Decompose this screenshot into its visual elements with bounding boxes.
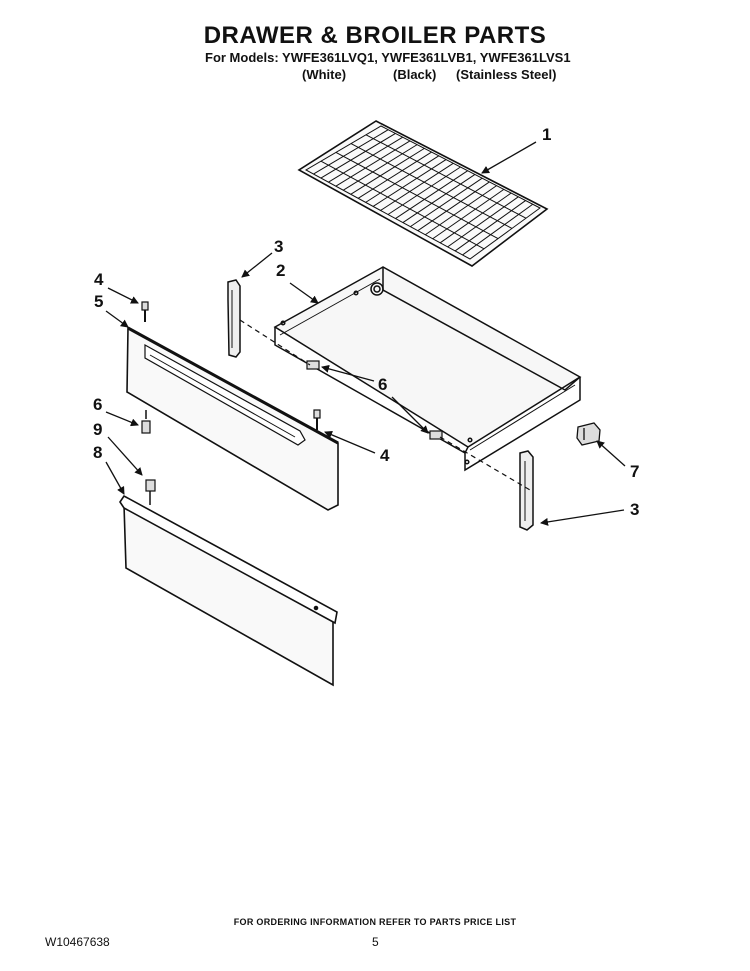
callout-5: 5 xyxy=(94,292,103,311)
drawer-front-panel xyxy=(126,326,339,511)
variant-stainless-steel: (Stainless Steel) xyxy=(456,67,557,82)
rack-bar xyxy=(372,159,447,207)
rack-wire xyxy=(365,134,527,219)
drawer-bracket xyxy=(576,422,601,446)
drawer-slide-left xyxy=(227,279,241,358)
rack-bar xyxy=(320,133,396,179)
callout-7: 7 xyxy=(630,462,639,481)
rack-bar xyxy=(447,196,519,248)
drawer-pan xyxy=(273,266,582,472)
callout-1: 1 xyxy=(542,125,551,144)
screw-6-drawer-right xyxy=(429,430,443,440)
screw-4-lower xyxy=(313,409,321,430)
callout-leaders xyxy=(105,141,626,526)
rack-bar xyxy=(335,140,411,187)
rack-bar xyxy=(328,136,403,183)
callout-2: 2 xyxy=(276,261,285,280)
rack-bar xyxy=(387,166,461,215)
rack-bar xyxy=(417,181,490,232)
rack-wire xyxy=(335,151,499,240)
callout-9: 9 xyxy=(93,420,102,439)
callout-8: 8 xyxy=(93,443,102,462)
rack-bar xyxy=(439,192,512,244)
rack-bar xyxy=(350,147,425,195)
callout-6-left: 6 xyxy=(93,395,102,414)
screw-4-upper xyxy=(141,301,149,322)
rack-bar xyxy=(410,177,483,228)
rack-bar xyxy=(462,203,534,256)
rack-bar xyxy=(357,151,432,199)
drawer-slide-right xyxy=(519,450,534,531)
models-line: For Models: YWFE361LVQ1, YWFE361LVB1, YW… xyxy=(205,50,571,65)
rack-wire xyxy=(320,160,485,250)
page-number: 5 xyxy=(372,935,379,949)
rack-bar xyxy=(424,185,497,236)
rack-bar xyxy=(454,200,526,252)
callout-3-upper: 3 xyxy=(274,237,283,256)
page-title: DRAWER & BROILER PARTS xyxy=(203,22,547,49)
alignment-lines xyxy=(239,319,531,491)
rack-bar xyxy=(365,155,440,203)
screw-6-drawer-left xyxy=(306,360,320,370)
broiler-drawer-front xyxy=(119,494,338,687)
variant-black: (Black) xyxy=(393,67,437,82)
document-number: W10467638 xyxy=(45,935,110,949)
screw-9 xyxy=(145,479,156,505)
rack-bar xyxy=(402,174,476,224)
callout-4-lower: 4 xyxy=(380,446,390,465)
ordering-note: FOR ORDERING INFORMATION REFER TO PARTS … xyxy=(233,917,517,927)
callout-6-drawer: 6 xyxy=(378,375,387,394)
rack-bar xyxy=(380,162,454,211)
callout-4-upper: 4 xyxy=(94,270,104,289)
rack-wire xyxy=(350,143,513,229)
rack-bar xyxy=(432,188,505,240)
variant-white: (White) xyxy=(302,67,347,82)
screw-6-left xyxy=(141,410,151,434)
callout-3-lower: 3 xyxy=(630,500,639,519)
rack-bar xyxy=(313,129,389,175)
rack-bar xyxy=(343,144,418,191)
broiler-rack xyxy=(297,120,549,267)
rack-bar xyxy=(395,170,469,219)
